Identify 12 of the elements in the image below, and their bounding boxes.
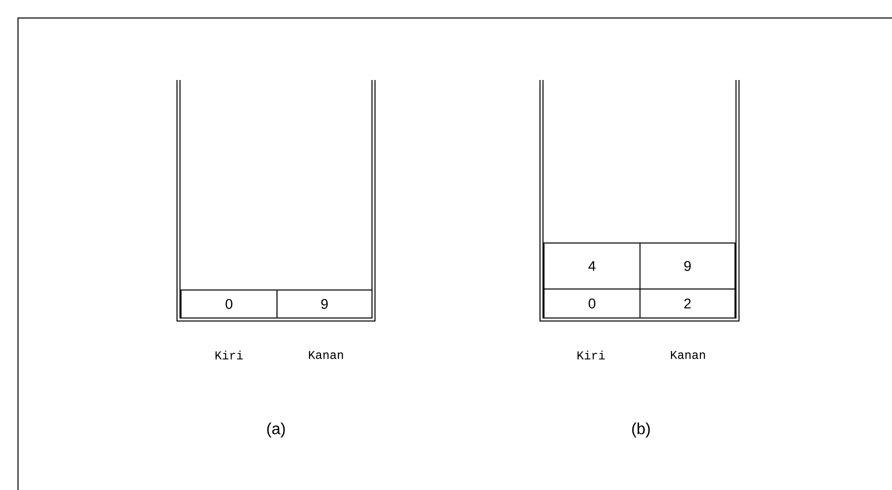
subfigure-label: (a): [267, 422, 285, 438]
stack-cell: 9: [276, 290, 372, 318]
stack-cell: 9: [640, 242, 736, 290]
stack-cell: 2: [640, 288, 736, 318]
subfigure-label: (b): [632, 422, 650, 438]
side-label: Kanan: [308, 350, 343, 359]
stack-cell: 4: [544, 242, 640, 290]
side-label: Kanan: [670, 350, 705, 359]
side-label: Kiri: [216, 350, 243, 360]
side-label: Kiri: [578, 350, 605, 360]
stack-cell: 0: [180, 290, 278, 318]
stack-cell: 0: [544, 288, 640, 318]
